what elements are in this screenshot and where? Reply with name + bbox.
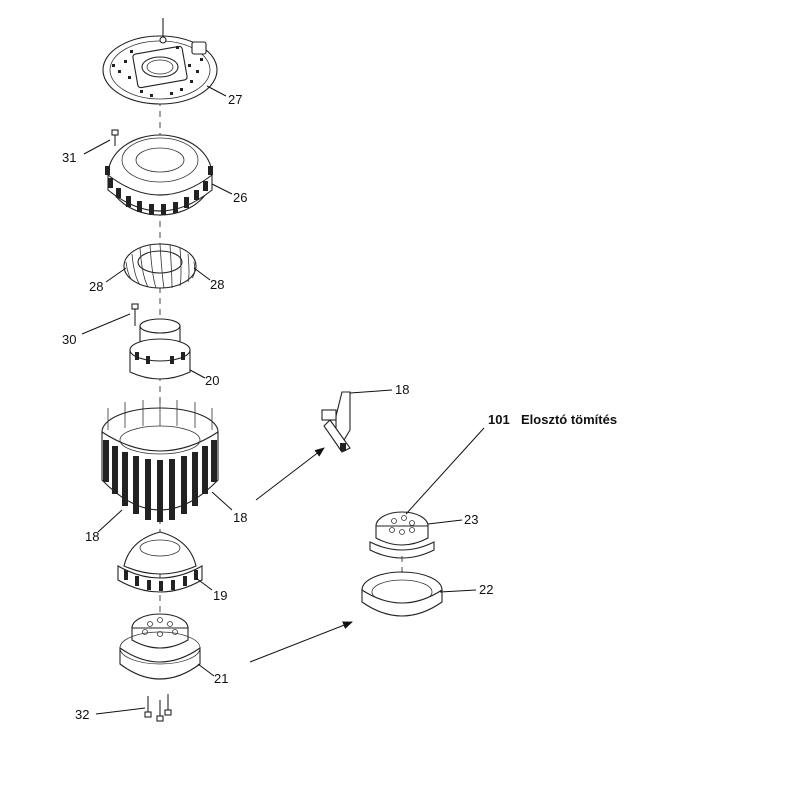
label-18-left: 18 (85, 529, 99, 544)
label-23: 23 (464, 512, 478, 527)
label-27: 27 (228, 92, 242, 107)
label-28-left: 28 (89, 279, 103, 294)
part-26-rail-ring (105, 134, 213, 216)
label-28-right: 28 (210, 277, 224, 292)
leader-lines (81, 85, 485, 715)
label-19: 19 (213, 588, 227, 603)
label-21: 21 (214, 671, 228, 686)
part-32-bolts (144, 694, 172, 722)
part-22-housing-ring (361, 556, 443, 617)
part-19-distributor (117, 531, 203, 593)
callout-title-number: 101 (488, 412, 510, 427)
part-20-hub (129, 318, 191, 380)
part-23-distributor-seal (369, 511, 435, 559)
label-22: 22 (479, 582, 493, 597)
label-18-right: 18 (233, 510, 247, 525)
part-18-injector-crown (101, 399, 219, 522)
part-28-spring-ring (123, 243, 197, 289)
label-26: 26 (233, 190, 247, 205)
label-30: 30 (62, 332, 76, 347)
label-18-detail: 18 (395, 382, 409, 397)
part-21-base (119, 613, 201, 680)
part-18-single-injector (321, 391, 351, 453)
label-20: 20 (205, 373, 219, 388)
part-30-pin (131, 303, 139, 326)
label-31: 31 (62, 150, 76, 165)
part-31-screw (111, 129, 119, 146)
callout-title-text: Elosztó tömítés (521, 412, 617, 427)
part-27-top-plate (102, 18, 218, 105)
label-32: 32 (75, 707, 89, 722)
